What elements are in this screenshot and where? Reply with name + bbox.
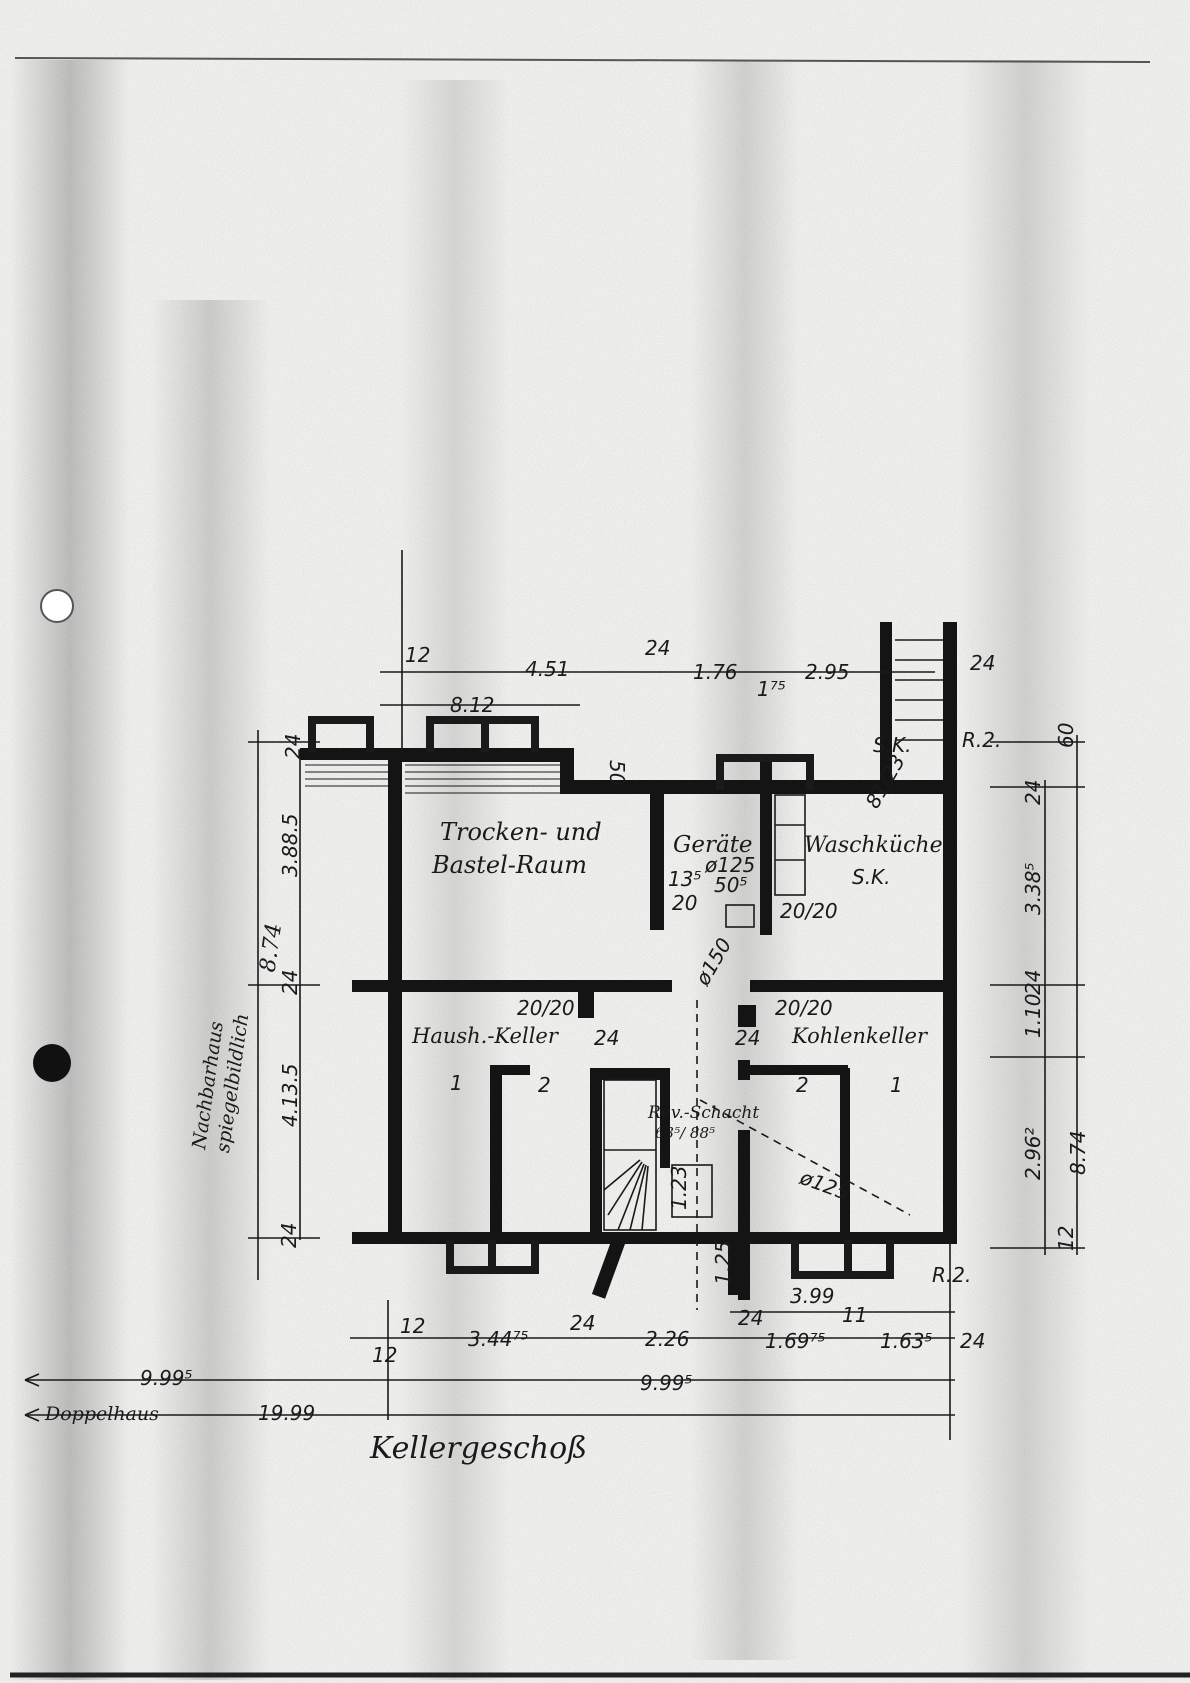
room-label-waschkueche: Waschküche [804,833,943,858]
top-edge-line [14,57,1151,63]
room-label-kohlenkeller: Kohlenkeller [791,1024,929,1048]
annotation-chimney: 20/20 [517,996,575,1020]
annotation-rainpipe: R.2. [932,1263,971,1287]
room-label-bastel: Bastel-Raum [431,851,587,879]
annotation-chimney: 20/20 [775,996,833,1020]
dim-right: 24 [1021,970,1045,995]
annotation-dim: 50⁵ [714,873,747,897]
room-label-trocken: Trocken- und [440,818,602,846]
punch-hole-icon [40,589,74,623]
middle-wall-left [352,980,672,992]
plan-title: Kellergeschoß [369,1431,587,1466]
dim-total-left: 9.99⁵ [140,1366,193,1390]
annotation-dim: 20 [672,891,697,915]
arrow-left-icon [24,1373,40,1422]
dim-top: 12 [405,643,430,667]
right-outer-wall [943,622,957,1244]
dim-left: 4.13.5 [278,1063,302,1127]
revision-shaft-icon [671,1164,713,1218]
annotation-sk: S.K. [873,733,912,757]
annotation-dim: 13⁵ [668,867,701,891]
dim-right: 60 [1054,723,1078,748]
annotation-dim: 1.23 [667,1165,691,1210]
dim-bottom: 1.69⁷⁵ [765,1329,826,1353]
light-well-top-3 [716,754,814,790]
annotation-number: 1 [450,1071,463,1095]
light-well-top-2 [426,716,539,752]
dim-total-right: 9.99⁵ [640,1371,693,1395]
dim-bottom: 24 [960,1329,985,1353]
annotation-dim: 24 [594,1026,619,1050]
dim-bottom: 12 [372,1343,397,1367]
light-well-bottom-1 [446,1240,539,1274]
dim-top: 1⁷⁵ [757,677,786,701]
annotation-dim: 1.25 [711,1240,735,1285]
dim-bottom: 24 [570,1311,595,1335]
staircase-cellar-icon [603,1079,657,1231]
annotation-number: 2 [796,1073,809,1097]
dim-bottom: 3.44⁷⁵ [468,1327,529,1351]
annotation-rainpipe: R.2. [962,728,1001,752]
doppelhaus-total: 19.99 [258,1401,315,1425]
dim-right-total: 8.74 [1066,1130,1090,1175]
top-outer-wall [560,780,943,794]
waschkueche-wall [760,755,772,935]
dim-top: 2.95 [805,660,850,684]
staircase-top-icon [895,639,943,741]
dimension-lines [25,550,1085,1440]
dim-bottom: 11 [842,1303,867,1327]
dim-bottom: 3.99 [790,1284,835,1308]
light-well-bottom-2 [791,1240,894,1279]
punch-hole-icon [33,1044,71,1082]
dim-right: 2.96² [1021,1127,1045,1180]
dim-top: 8.12 [450,693,495,717]
dim-top: 24 [645,636,670,660]
geraete-wall [650,792,664,930]
bottom-outer-wall [352,1232,957,1244]
dim-left: 24 [281,734,305,759]
ladder-icon [725,794,806,928]
room-label-hauskeller: Haush.-Keller [411,1024,560,1048]
keller-partition-left [490,1065,502,1237]
stair-side-wall [880,622,892,782]
dim-left: 24 [278,970,302,995]
dim-bottom: 24 [738,1306,763,1330]
doppelhaus-label: Doppelhaus [44,1403,159,1425]
dim-right: 1.10 [1021,993,1045,1038]
dim-right: 3.38⁵ [1021,862,1045,915]
left-outer-wall [388,752,402,1240]
sewer-line-diagonal [699,1099,911,1216]
annotation-number: 1 [890,1073,903,1097]
light-well-top-1 [308,716,374,752]
room-label-geraete: Geräte [673,832,753,858]
dim-left: 3.88.5 [278,813,302,877]
dim-top: 4.51 [525,657,570,681]
dim-left: 24 [277,1223,301,1248]
annotation-diameter: ø125 [704,853,755,877]
rev-schacht-dimension: 63⁵/ 88⁵ [655,1124,715,1142]
walls [300,622,957,1300]
dim-right: 24 [1021,780,1045,805]
dim-bottom: 2.26 [645,1327,690,1351]
dim-bottom: 1.63⁵ [880,1329,933,1353]
stair-wall-left [590,1070,602,1235]
annotation-chimney: 20/20 [780,899,838,923]
dim-top: 50 [605,760,629,785]
annotation-dim: 24 [735,1026,760,1050]
room-label-rev-schacht: Rev.-Schacht [647,1103,759,1123]
dim-bottom: 12 [400,1314,425,1338]
annotation-number: 2 [538,1073,551,1097]
dim-right: 12 [1054,1226,1078,1251]
top-wall-mid [388,748,573,762]
dim-top: 1.76 [693,660,738,684]
annotation-sk: S.K. [852,865,891,889]
hatched-area [305,764,560,794]
dim-top: 24 [970,651,995,675]
middle-wall-right [750,980,950,992]
keller-partition-right [738,1130,750,1300]
